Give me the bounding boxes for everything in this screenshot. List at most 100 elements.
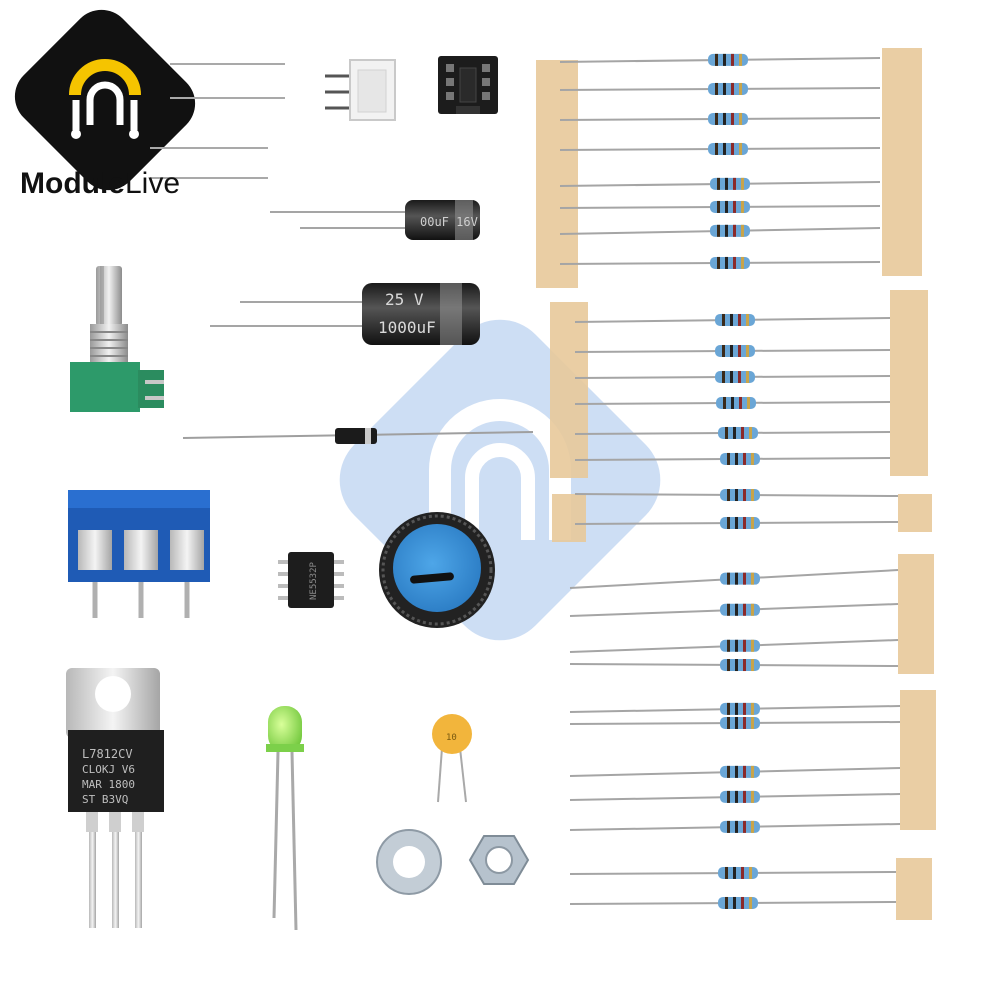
loose-leads — [150, 63, 285, 179]
resistor-color-band — [733, 177, 736, 190]
brand-name-light: Live — [125, 167, 181, 200]
regulator-line1: L7812CV — [82, 747, 133, 761]
ceramic-capacitor: 10 — [432, 714, 472, 803]
resistor-color-band — [735, 790, 738, 803]
resistor-color-band — [725, 200, 728, 213]
resistor-color-band — [751, 489, 754, 502]
resistor-color-band — [717, 200, 720, 213]
resistor-tape-strip-1 — [536, 48, 922, 288]
resistor-color-band — [751, 572, 754, 585]
resistor-color-band — [727, 516, 730, 529]
resistor-color-band — [747, 396, 750, 409]
resistor-color-band — [751, 702, 754, 715]
resistor-color-band — [743, 765, 746, 778]
resistor-color-band — [739, 53, 742, 66]
resistor-color-band — [735, 716, 738, 729]
resistor-color-band — [730, 313, 733, 326]
resistor-color-band — [725, 866, 728, 879]
capacitor-large-line1: 25 V — [385, 290, 424, 309]
resistor-array — [559, 53, 901, 909]
resistor-color-band — [731, 112, 734, 125]
resistor-color-band — [738, 313, 741, 326]
resistor-color-band — [730, 370, 733, 383]
resistor-color-band — [725, 426, 728, 439]
resistor-color-band — [749, 426, 752, 439]
resistor-color-band — [741, 224, 744, 237]
ic-ne5532: NE5532P — [278, 552, 344, 608]
resistor-color-band — [735, 765, 738, 778]
resistor-color-band — [727, 639, 730, 652]
resistor-color-band — [727, 489, 730, 502]
resistor-color-band — [741, 426, 744, 439]
resistor-color-band — [733, 426, 736, 439]
resistor-color-band — [741, 866, 744, 879]
resistor-color-band — [751, 716, 754, 729]
dip8-socket — [438, 56, 498, 114]
ic-marking: NE5532P — [309, 561, 319, 600]
knob — [379, 512, 495, 628]
resistor-color-band — [738, 370, 741, 383]
resistor-color-band — [743, 489, 746, 502]
hex-nut — [468, 835, 530, 885]
brand-wordmark: ModuleLive — [20, 166, 180, 202]
resistor-color-band — [717, 177, 720, 190]
resistor-color-band — [735, 452, 738, 465]
resistor-color-band — [738, 344, 741, 357]
resistor-color-band — [743, 659, 746, 672]
resistor-color-band — [725, 896, 728, 909]
resistor-color-band — [727, 702, 730, 715]
potentiometer — [70, 266, 164, 412]
resistor-color-band — [717, 224, 720, 237]
resistor-color-band — [751, 820, 754, 833]
resistor-color-band — [733, 200, 736, 213]
resistor-color-band — [722, 370, 725, 383]
resistor-color-band — [723, 142, 726, 155]
resistor-color-band — [746, 370, 749, 383]
resistor-color-band — [715, 142, 718, 155]
resistor-color-band — [725, 177, 728, 190]
capacitor-1000uf: 25 V 1000uF — [210, 283, 480, 345]
brand-name-bold: Module — [20, 167, 125, 200]
resistor-color-band — [735, 516, 738, 529]
voltage-regulator-7812: L7812CV CLOKJ V6 MAR 1800 ST B3VQ — [66, 668, 164, 928]
regulator-line2: CLOKJ V6 — [82, 763, 135, 776]
resistor-color-band — [743, 820, 746, 833]
resistor-color-band — [746, 313, 749, 326]
resistor-color-band — [743, 716, 746, 729]
resistor-color-band — [731, 396, 734, 409]
resistor-color-band — [735, 572, 738, 585]
resistor-color-band — [741, 256, 744, 269]
resistor-color-band — [727, 790, 730, 803]
resistor-color-band — [725, 256, 728, 269]
resistor-color-band — [715, 53, 718, 66]
resistor-color-band — [743, 639, 746, 652]
resistor-color-band — [733, 896, 736, 909]
resistor-color-band — [727, 820, 730, 833]
terminal-block-3 — [68, 490, 210, 618]
resistor-color-band — [743, 790, 746, 803]
resistor-color-band — [739, 142, 742, 155]
regulator-line3: MAR 1800 — [82, 778, 135, 791]
resistor-color-band — [735, 489, 738, 502]
resistor-color-band — [741, 896, 744, 909]
resistor-color-band — [743, 572, 746, 585]
resistor-color-band — [751, 659, 754, 672]
resistor-tape-strip-2 — [550, 290, 928, 478]
resistor-color-band — [739, 396, 742, 409]
resistor-color-band — [715, 82, 718, 95]
resistor-tape-strip-4 — [896, 554, 936, 920]
resistor-color-band — [723, 53, 726, 66]
green-led — [266, 706, 304, 931]
resistor-tape-strip-3 — [552, 494, 932, 542]
resistor-color-band — [751, 603, 754, 616]
resistor-color-band — [727, 765, 730, 778]
resistor-color-band — [741, 200, 744, 213]
resistor-color-band — [743, 452, 746, 465]
resistor-color-band — [723, 82, 726, 95]
resistor-color-band — [727, 659, 730, 672]
resistor-color-band — [741, 177, 744, 190]
resistor-color-band — [730, 344, 733, 357]
resistor-color-band — [735, 820, 738, 833]
resistor-color-band — [743, 603, 746, 616]
resistor-color-band — [739, 82, 742, 95]
